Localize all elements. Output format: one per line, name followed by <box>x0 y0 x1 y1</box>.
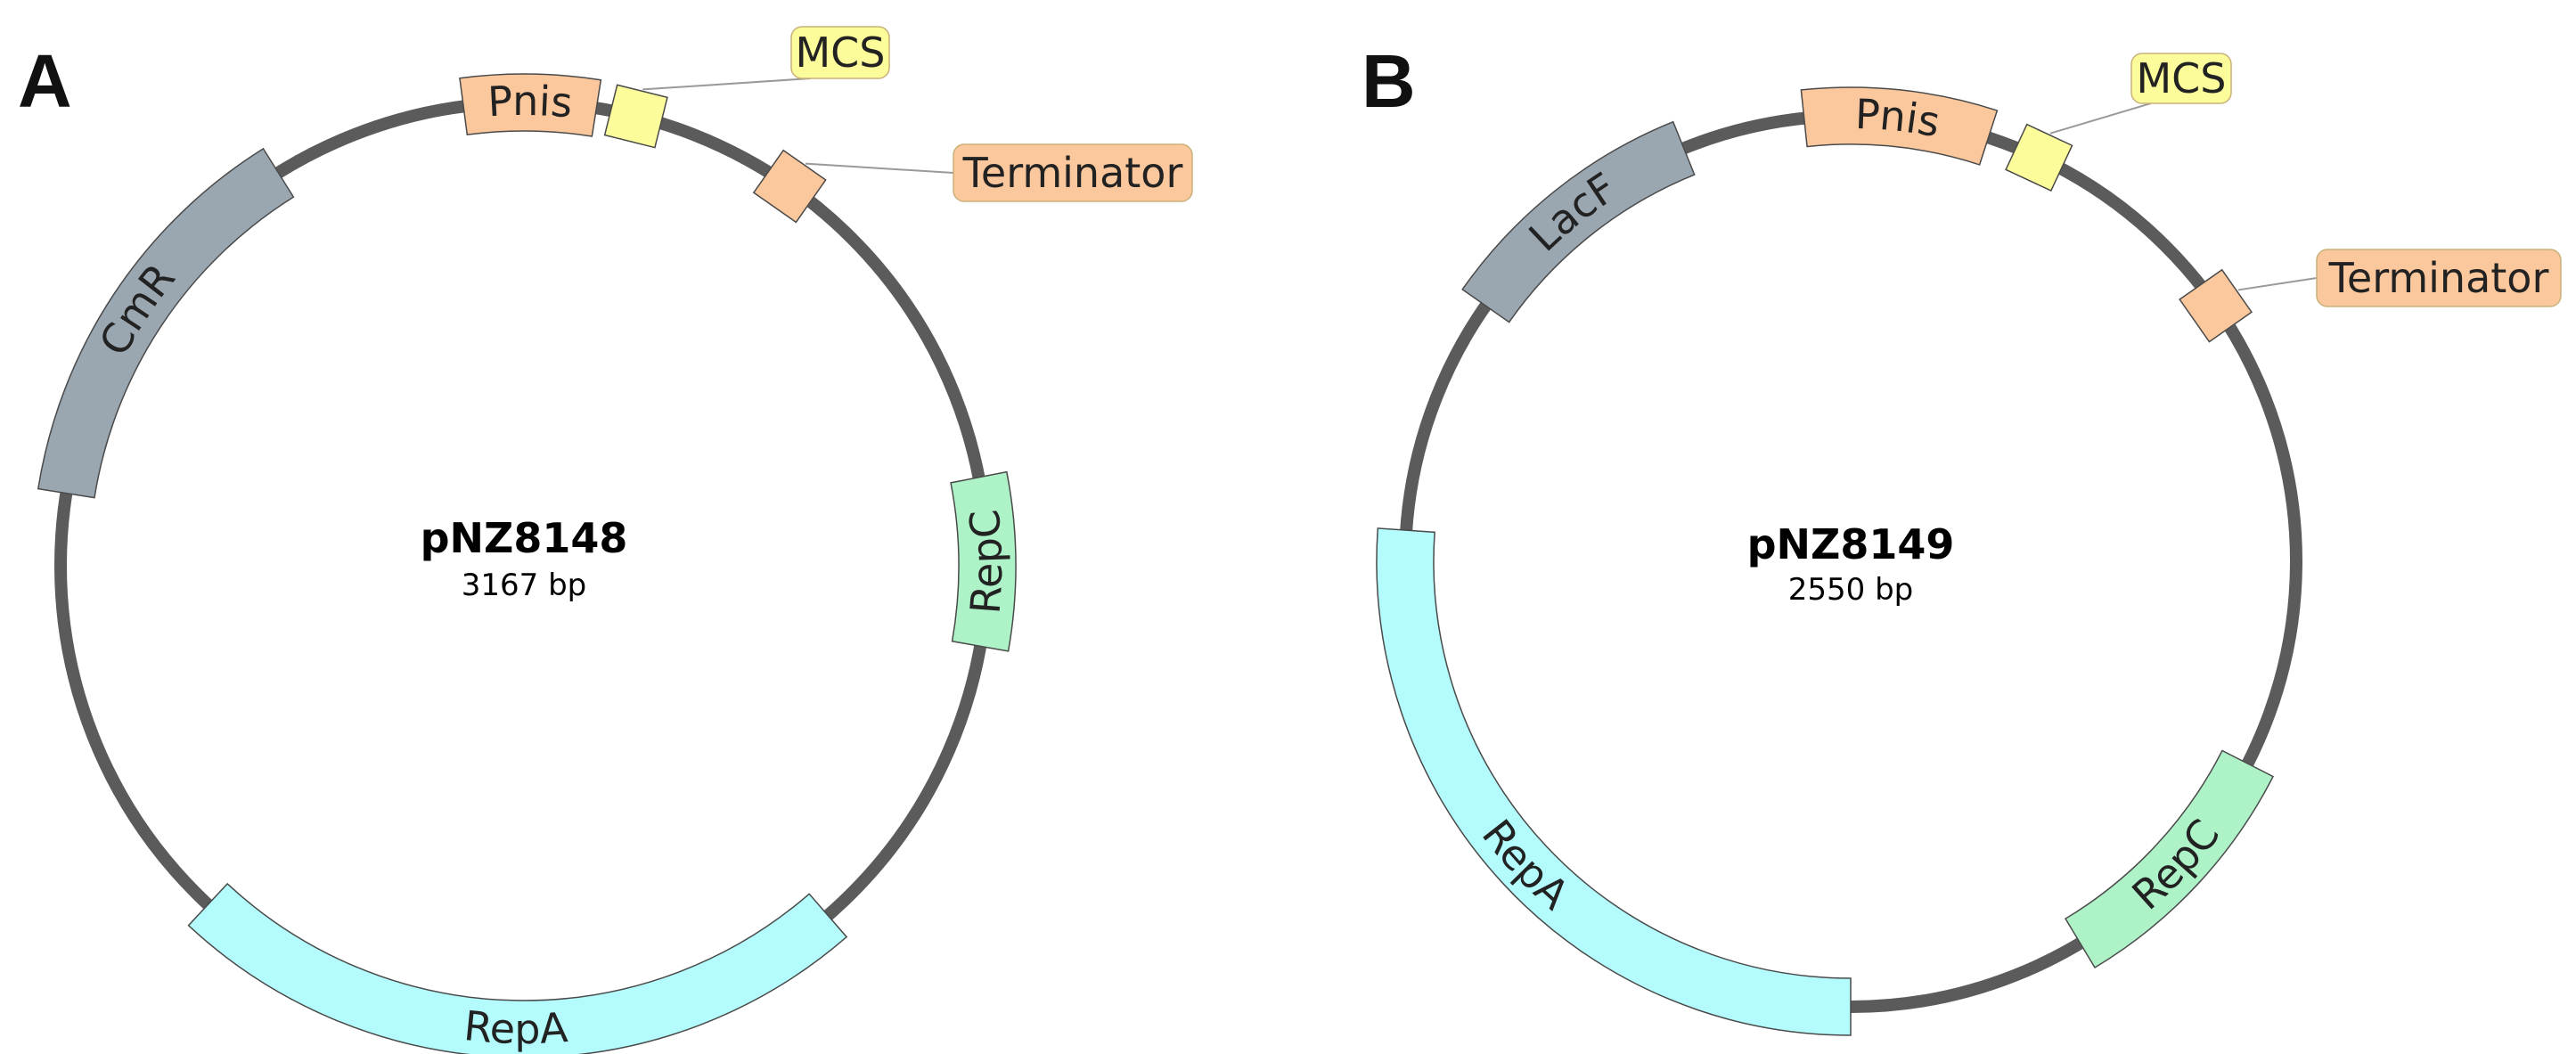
mcs-b-label: MCS <box>2136 54 2226 102</box>
pnis-b-label: Pnis <box>1854 90 1943 147</box>
lacf-arc <box>1461 120 1696 323</box>
cmr-arc <box>37 147 295 499</box>
pnis-b-arc <box>1800 86 1999 166</box>
panel-letter-b: B <box>1362 39 1416 123</box>
repc-b-arc <box>2065 749 2275 969</box>
repc-a-label: RepC <box>961 508 1012 616</box>
mcs-b-callout-box <box>2130 53 2232 104</box>
repa-a-arc <box>187 882 848 1054</box>
pnis-a-label: Pnis <box>487 77 574 127</box>
mcs-a-callout-line <box>642 78 812 91</box>
terminator-a-box <box>752 149 827 224</box>
pnis-a-arc <box>459 73 602 137</box>
panel-letter-a: A <box>18 39 72 123</box>
mcs-a-label: MCS <box>795 29 885 77</box>
terminator-a-label: Terminator <box>962 149 1183 197</box>
repa-a-label: RepA <box>462 1001 569 1053</box>
terminator-a-callout-box <box>953 143 1193 202</box>
terminator-a-callout-line <box>805 162 954 174</box>
mcs-b-callout-line <box>2049 102 2152 135</box>
plasmid-size-b: 2550 bp <box>1788 572 1914 608</box>
terminator-b-label: Terminator <box>2328 254 2549 302</box>
mcs-b-box <box>2005 123 2073 192</box>
terminator-b-callout-box <box>2316 249 2562 307</box>
terminator-b-box <box>2179 268 2253 343</box>
terminator-b-callout-line <box>2237 277 2318 291</box>
repa-b-arc <box>1376 527 1852 1036</box>
mcs-a-callout-box <box>790 26 890 79</box>
repc-a-arc <box>950 470 1017 652</box>
plasmid-name-a: pNZ8148 <box>421 514 628 562</box>
mcs-a-box <box>603 84 668 149</box>
plasmid-name-b: pNZ8149 <box>1747 520 1955 568</box>
plasmid-size-a: 3167 bp <box>462 568 587 603</box>
